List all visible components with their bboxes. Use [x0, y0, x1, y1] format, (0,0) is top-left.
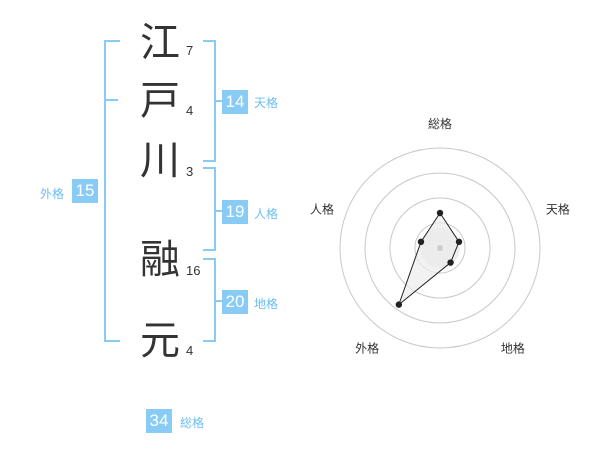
jinkaku-bracket [203, 167, 216, 251]
chikaku-value-box: 20 [222, 290, 248, 314]
name-char-4: 融 [140, 237, 180, 283]
stroke-count-4: 16 [186, 263, 201, 278]
tenkaku-value-box: 14 [222, 90, 248, 114]
name-char-5: 元 [140, 318, 180, 364]
radar-point-2 [455, 238, 463, 246]
chikaku-bracket-connector [214, 300, 222, 302]
tenkaku-bracket-connector [214, 100, 222, 102]
jinkaku-value-box: 19 [222, 200, 248, 224]
radar-ring-4 [339, 147, 541, 349]
soukaku-label: 総格 [180, 416, 205, 430]
chikaku-label: 地格 [254, 297, 279, 311]
radar-center-dot [437, 245, 443, 251]
radar-point-4 [395, 301, 403, 308]
radar-polygon [397, 212, 460, 307]
stroke-count-5: 4 [186, 343, 194, 358]
stroke-count-3: 3 [186, 164, 194, 179]
gaikaku-bracket-tick [104, 99, 118, 101]
name-char-2: 戸 [140, 78, 180, 124]
jinkaku-label: 人格 [254, 207, 279, 221]
radar-point-1 [436, 209, 444, 217]
radar-axis-label-5: 人格 [310, 202, 334, 217]
tenkaku-label: 天格 [254, 96, 279, 110]
radar-point-3 [447, 259, 454, 266]
gaikaku-label: 外格 [40, 187, 65, 201]
radar-axis-label-4: 外格 [355, 340, 379, 355]
gaikaku-value-box: 15 [72, 179, 98, 203]
jinkaku-bracket-connector [214, 210, 222, 212]
name-char-1: 江 [140, 20, 180, 66]
stroke-count-1: 7 [186, 43, 194, 58]
radar-axis-label-3: 地格 [501, 340, 525, 355]
gaikaku-bracket [104, 40, 120, 342]
radar-ring-3 [364, 172, 516, 324]
radar-axis-label-1: 総格 [428, 116, 452, 131]
name-char-3: 川 [140, 138, 180, 184]
radar-ring-2 [389, 197, 491, 299]
stroke-count-2: 4 [186, 103, 194, 118]
radar-axis-label-2: 天格 [546, 202, 570, 217]
radar-point-5 [417, 238, 425, 246]
soukaku-value-box: 34 [146, 409, 172, 433]
